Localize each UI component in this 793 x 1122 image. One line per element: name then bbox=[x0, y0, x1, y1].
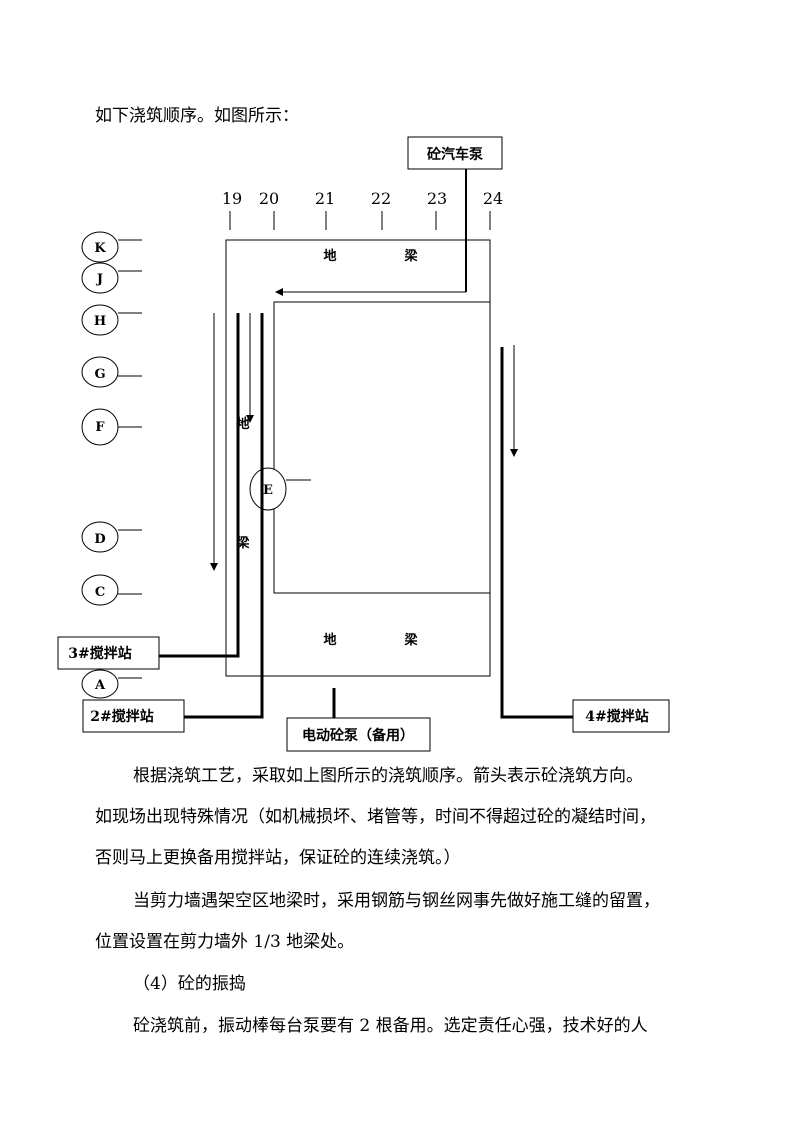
axis-24: 24 bbox=[483, 189, 503, 208]
axis-e-label: E bbox=[263, 483, 273, 498]
axis-a: A bbox=[94, 678, 106, 693]
beam-bottom-liang: 梁 bbox=[403, 632, 418, 648]
top-axis-labels: 19 20 21 22 23 24 bbox=[222, 189, 503, 208]
axis-22: 22 bbox=[371, 189, 391, 208]
axis-d: D bbox=[94, 532, 105, 547]
station-2-label: 2#搅拌站 bbox=[90, 708, 153, 725]
axis-21: 21 bbox=[315, 189, 335, 208]
electric-pump-label: 电动砼泵（备用） bbox=[302, 727, 414, 744]
station-4-label: 4#搅拌站 bbox=[585, 708, 648, 725]
beam-top-di: 地 bbox=[323, 248, 336, 264]
beam-top-liang: 梁 bbox=[403, 248, 418, 264]
paragraph-1-line-1: 根据浇筑工艺，采取如上图所示的浇筑顺序。箭头表示砼浇筑方向。 bbox=[133, 766, 643, 786]
beam-bottom-di: 地 bbox=[323, 632, 336, 648]
axis-k: K bbox=[94, 241, 106, 256]
building-outline bbox=[225, 239, 491, 677]
axis-19: 19 bbox=[222, 189, 242, 208]
paragraph-2-line-1: 当剪力墙遇架空区地梁时，采用钢筋与钢丝网事先做好施工缝的留置， bbox=[133, 891, 660, 911]
left-axis-bubbles bbox=[81, 231, 142, 699]
station-4-box: 4#搅拌站 bbox=[572, 699, 670, 733]
axis-h: H bbox=[94, 314, 106, 329]
paragraph-1-line-2: 如现场出现特殊情况（如机械损坏、堵管等，时间不得超过砼的凝结时间， bbox=[95, 807, 656, 827]
axis-f: F bbox=[95, 420, 105, 435]
axis-g: G bbox=[94, 367, 105, 382]
left-axis-labels: K J H G F D C A bbox=[94, 241, 106, 693]
paragraph-1-line-3: 否则马上更换备用搅拌站，保证砼的连续浇筑。） bbox=[95, 848, 461, 868]
section-heading: （4）砼的振捣 bbox=[133, 974, 246, 994]
station-2-box: 2#搅拌站 bbox=[82, 699, 185, 733]
pour-direction-arrows bbox=[210, 313, 518, 571]
paragraph-2-line-2: 位置设置在剪力墙外 1/3 地梁处。 bbox=[95, 932, 355, 952]
electric-pump-box: 电动砼泵（备用） bbox=[286, 717, 431, 752]
station-3-box: 3#搅拌站 bbox=[57, 636, 160, 670]
station-pipes bbox=[159, 313, 573, 719]
axis-c: C bbox=[95, 585, 105, 600]
intro-text: 如下浇筑顺序。如图所示： bbox=[95, 106, 299, 126]
paragraph-4-line-1: 砼浇筑前，振动棒每台泵要有 2 根备用。选定责任心强，技术好的人 bbox=[133, 1016, 648, 1036]
pump-truck-box: 砼汽车泵 bbox=[407, 136, 503, 170]
axis-23: 23 bbox=[427, 189, 447, 208]
axis-e-bubble: E bbox=[249, 467, 311, 511]
pump-truck-feed-line bbox=[275, 169, 467, 296]
axis-j: J bbox=[96, 272, 103, 287]
pump-truck-label: 砼汽车泵 bbox=[427, 146, 483, 163]
station-3-label: 3#搅拌站 bbox=[68, 645, 131, 662]
top-axis-ticks bbox=[229, 211, 491, 230]
axis-20: 20 bbox=[259, 189, 279, 208]
